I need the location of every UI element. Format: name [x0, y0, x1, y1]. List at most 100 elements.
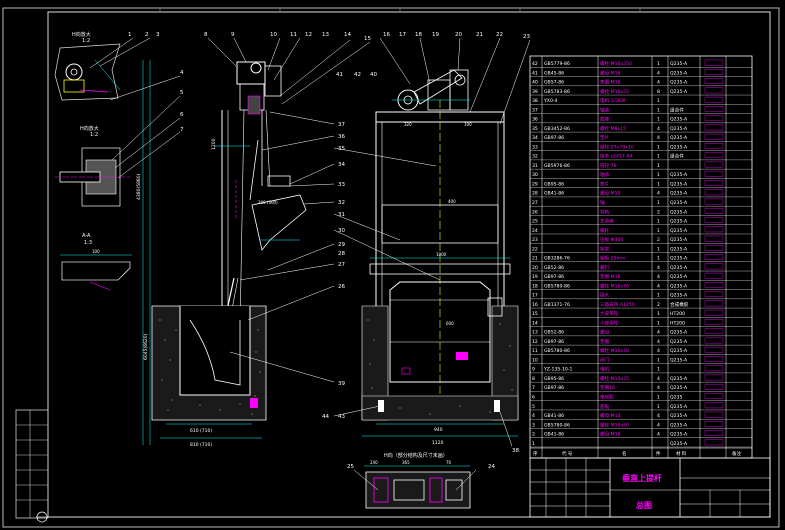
- callout-43: 43: [338, 414, 345, 420]
- callout-33: 33: [338, 182, 345, 188]
- bom-cell-seq: 13: [532, 330, 538, 336]
- bom-cell-seq: 23: [532, 237, 538, 243]
- bom-weight-cell: [704, 337, 724, 344]
- bom-cell-material: Q235-A: [670, 126, 688, 132]
- bom-cell-material: 组合件: [670, 153, 684, 160]
- bom-cell-material: Q235-A: [670, 219, 688, 225]
- bom-cell-name: 螺钉: [600, 264, 610, 271]
- bom-cell-qty: 1: [657, 228, 660, 234]
- callout-40: 40: [370, 72, 377, 78]
- bom-weight-cell: [704, 254, 724, 260]
- bom-cell-name: 垫圈16: [600, 384, 615, 391]
- bom-cell-qty: 1: [657, 404, 660, 410]
- detail-view-3: A-A 1:3 100: [60, 233, 132, 291]
- concrete-hatch-left: [159, 319, 261, 415]
- bom-cell-name: 轴承: [600, 106, 610, 113]
- bom-weight-cell: [704, 346, 724, 353]
- bom-cell-material: Q235-A: [670, 422, 688, 428]
- bom-cell-code: GB5780-86: [544, 422, 570, 428]
- view2-scale: 1:2: [90, 132, 98, 138]
- bom-cell-material: Q235-A: [670, 228, 688, 234]
- bom-cell-seq: 8: [532, 376, 535, 382]
- bom-cell-seq: 42: [532, 61, 538, 67]
- callout-41: 41: [336, 72, 343, 78]
- bom-cell-seq: 31: [532, 163, 538, 169]
- dim-1000: 1000: [436, 252, 447, 257]
- callout-8: 8: [204, 32, 208, 38]
- bom-cell-code: GB97-86: [544, 385, 564, 391]
- bom-cell-seq: 7: [532, 385, 535, 391]
- bom-weight-cell: [704, 161, 724, 168]
- dim-940: 940: [434, 427, 443, 433]
- dim-6045: 6045(6620): [143, 333, 149, 360]
- bom-cell-seq: 40: [532, 80, 538, 86]
- callout-32: 32: [338, 200, 345, 206]
- bom-cell-seq: 38: [532, 98, 538, 104]
- bom-weight-cell: [704, 439, 724, 446]
- bom-cell-material: Q235-A: [670, 191, 688, 197]
- bom-weight-cell: [704, 356, 724, 362]
- dim-200: 200 (300): [258, 200, 278, 205]
- bom-cell-seq: 34: [532, 135, 538, 141]
- bom-weight-cell: [704, 143, 724, 149]
- bom-cell-name: 底板: [600, 403, 610, 410]
- bom-cell-material: Q235-A: [670, 330, 688, 336]
- callout-27: 27: [338, 262, 345, 268]
- bom-weight-cell: [704, 235, 724, 242]
- bom-cell-name: 垫片: [600, 180, 610, 187]
- bom-cell-qty: 4: [657, 348, 660, 354]
- bom-cell-qty: 2: [657, 237, 660, 243]
- callout-39: 39: [338, 381, 345, 387]
- callout-1: 1: [128, 32, 132, 38]
- bom-cell-seq: 10: [532, 357, 538, 363]
- bom-weight-cell: [704, 78, 724, 84]
- bom-cell-material: Q235-A: [670, 274, 688, 280]
- callout-12: 12: [305, 32, 312, 38]
- bom-cell-material: Q235-A: [670, 404, 688, 410]
- front-elevation: 320 100 400 1000 600: [361, 69, 519, 446]
- bom-cell-material: Q235-A: [670, 256, 688, 262]
- leader-lines: [89, 37, 531, 491]
- bom-cell-name: 螺栓 M16x70: [600, 347, 629, 354]
- dim-1120: 1120: [432, 440, 444, 446]
- bom-cell-material: 组合件: [670, 106, 684, 113]
- dim-400: 400: [448, 199, 456, 204]
- bom-cell-material: Q235-A: [670, 385, 688, 391]
- callout-7: 7: [180, 127, 184, 133]
- bom-cell-material: Q235-A: [670, 70, 688, 76]
- callout-37: 37: [338, 122, 345, 128]
- callout-numbers: 1 2 3 4 5 6 7 8 9 10 11 12 13 14 15 16 1…: [128, 32, 530, 470]
- bom-cell-qty: 4: [657, 330, 660, 336]
- bom-cell-code: GB97-86: [544, 339, 564, 345]
- bom-cell-code: YZ-135-10-1: [543, 367, 572, 373]
- bom-cell-material: Q235: [670, 394, 682, 400]
- bom-cell-name: 垫圈: [600, 338, 610, 345]
- bom-weight-cell: [704, 383, 724, 390]
- callout-30: 30: [338, 228, 345, 234]
- bom-cell-name: 螺母 M10: [600, 412, 621, 419]
- bom-cell-material: HT200: [670, 311, 685, 317]
- bom-cell-code: GB97-86: [544, 135, 564, 141]
- bom-cell-name: 垫片: [600, 134, 610, 141]
- bom-cell-seq: 15: [532, 311, 538, 317]
- bom-cell-seq: 1: [532, 441, 535, 447]
- callout-22: 22: [496, 32, 503, 38]
- bom-weight-cell: [704, 189, 724, 196]
- bom-cell-name: 钢板 25mm: [600, 255, 626, 262]
- bom-cell-name: 电机: [600, 366, 610, 373]
- bom-cell-seq: 16: [532, 302, 538, 308]
- top-ruler: [159, 8, 641, 12]
- bom-cell-name: 接头: [600, 292, 610, 299]
- drawing-title: 垂直上提杆: [622, 473, 662, 483]
- bom-cell-material: Q235-A: [670, 200, 688, 206]
- bom-weight-cell: [704, 217, 724, 223]
- bom-cell-qty: 4: [657, 422, 660, 428]
- callout-16: 16: [383, 32, 390, 38]
- bom-cell-name: 垫圈 M16: [600, 273, 621, 280]
- bom-weight-cell: [704, 282, 724, 288]
- bom-cell-qty: 4: [657, 191, 660, 197]
- section-view-h: H向（部分结构及尺寸未画） 240 365 70: [364, 452, 471, 509]
- bom-cell-name: 支承座: [600, 218, 614, 225]
- bom-cell-code: YX0-4: [543, 98, 558, 104]
